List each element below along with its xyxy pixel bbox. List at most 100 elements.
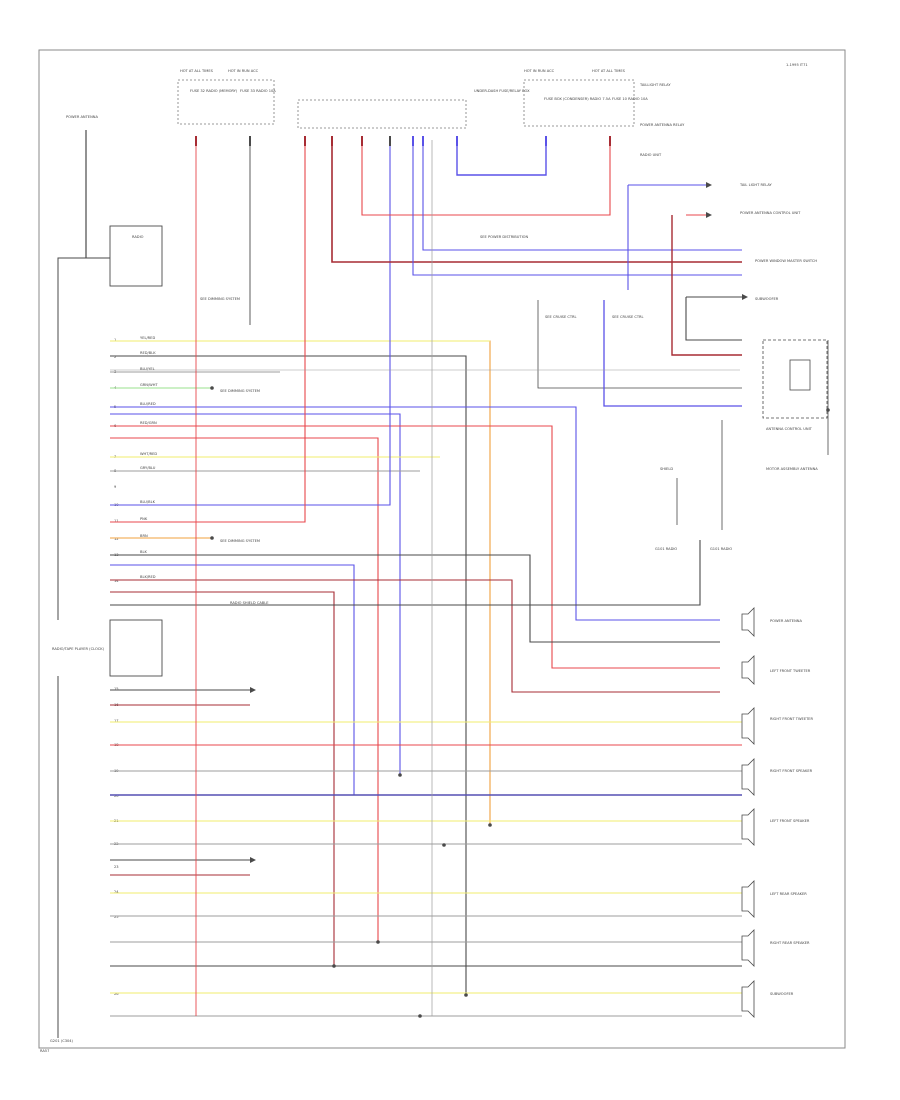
- pin-26: 26: [114, 992, 119, 996]
- wire-gray-2: [110, 554, 720, 643]
- pin-9: 9: [114, 485, 117, 489]
- under-dash-label: UNDER-DASH FUSE/RELAY BOX: [474, 89, 530, 93]
- taillight-relay: TAIL LIGHT RELAY: [739, 183, 772, 187]
- wire-red-3: [110, 140, 306, 523]
- radio-box-label: RADIO: [132, 235, 144, 239]
- pin-20: 20: [114, 794, 119, 798]
- pin-1: 1: [114, 338, 116, 342]
- speakers: [741, 607, 755, 1018]
- splice-1: [210, 386, 214, 390]
- splice-right-2: SEE CRUISE CTRL: [612, 315, 644, 319]
- diagram-frame: [38, 49, 846, 1049]
- hot-label-4: HOT AT ALL TIMES: [592, 69, 626, 73]
- wire-darkred-1: [110, 579, 720, 693]
- top-labels: HOT AT ALL TIMES HOT IN RUN ACC FUSE 32 …: [180, 69, 685, 157]
- splice-9: [418, 1014, 422, 1018]
- wire-gray-right-2: [685, 297, 742, 341]
- splice-4: [488, 823, 492, 827]
- right-labels: TAIL LIGHT RELAY POWER ANTENNA CONTROL U…: [739, 183, 817, 996]
- taillight-relay-label: TAILLIGHT RELAY: [639, 83, 671, 87]
- wire-red-2: [110, 437, 379, 942]
- wire-blue-2: [110, 413, 401, 775]
- speaker-7: [741, 929, 755, 967]
- wire-darkred-vertical: [331, 140, 742, 263]
- speaker-1: [741, 607, 755, 637]
- terminal-stubs: [195, 136, 611, 146]
- speaker-4: [741, 758, 755, 796]
- antenna-stack-label: ANTENNA CONTROL UNIT: [766, 427, 813, 431]
- fuse-33-label: FUSE 33 RADIO 10A: [240, 89, 276, 93]
- tag-blk: BLK: [140, 550, 147, 554]
- antenna-control-right: POWER ANTENNA CONTROL UNIT: [740, 211, 801, 215]
- shield-label: SHIELD: [660, 467, 673, 471]
- tag-yel-red: YEL/RED: [140, 336, 155, 340]
- splice-8: [464, 993, 468, 997]
- right-front-tweeter: RIGHT FRONT TWEETER: [770, 717, 814, 721]
- splice-2: [210, 536, 214, 540]
- wire-blue-4: [110, 564, 355, 795]
- unit-box: [109, 619, 163, 677]
- tag-blu-blk: BLU/BLK: [140, 500, 156, 504]
- tag-red-grn: RED/GRN: [140, 421, 157, 425]
- splices: [210, 386, 830, 1018]
- wire-darkred-right: [671, 215, 742, 356]
- wire-red-1: [110, 425, 720, 669]
- power-antenna-right: POWER ANTENNA: [770, 619, 802, 623]
- left-front-speaker: LEFT FRONT SPEAKER: [770, 819, 810, 823]
- pin-23: 23: [114, 865, 119, 869]
- power-window-switch: POWER WINDOW MASTER SWITCH: [755, 259, 817, 263]
- top-fuse-boxes: [177, 79, 635, 129]
- pin-24: 24: [114, 890, 119, 894]
- splice-7: [332, 964, 336, 968]
- splice-label-1: SEE DIMMING SYSTEM: [200, 297, 240, 301]
- wire-blue-1: [110, 406, 720, 621]
- fuse-box-right: [523, 79, 635, 127]
- arrow-2: [250, 857, 256, 863]
- tag-blk-red: BLK/RED: [140, 575, 156, 579]
- wire-darkred-2: [110, 591, 335, 965]
- tag-gry-blu: GRY/BLU: [140, 466, 156, 470]
- ground-left-label: G101 RADIO: [655, 547, 677, 551]
- speaker-5: [741, 808, 755, 846]
- radio-cable-label: RADIO SHIELD CABLE: [230, 601, 269, 605]
- pin-2: 2: [114, 355, 116, 359]
- wire-blue-vertical-1: [412, 140, 742, 276]
- fuse-box-label: FUSE BOX (CONDENSER) RADIO 7.5A: [544, 97, 611, 101]
- splice-label-3: SEE DIMMING SYSTEM: [220, 539, 260, 543]
- left-front-tweeter: LEFT FRONT TWEETER: [770, 669, 811, 673]
- antenna-motor-box: [789, 359, 811, 391]
- arrow-4: [706, 212, 712, 218]
- fuse-32-label: FUSE 32 RADIO (MEMORY): [190, 89, 238, 93]
- hot-label-2: HOT IN RUN ACC: [228, 69, 259, 73]
- subwoofer-bottom: SUBWOOFER: [770, 992, 794, 996]
- fuse-10-label: FUSE 10 RADIO 10A: [612, 97, 648, 101]
- arrow-3: [706, 182, 712, 188]
- splice-6: [376, 940, 380, 944]
- pin-15: 15: [114, 687, 119, 691]
- wire-blue-3: [110, 142, 391, 506]
- splice-5: [442, 843, 446, 847]
- wire-shield: [110, 540, 701, 606]
- antenna-control-unit: [762, 339, 828, 419]
- pin-11: 11: [114, 519, 119, 523]
- speaker-6: [741, 880, 755, 918]
- wire-blue-loop: [456, 140, 547, 176]
- left-frame-wire: [57, 257, 110, 620]
- fuse-box-mid: [297, 99, 467, 129]
- fuse-box-left: [177, 79, 275, 125]
- tag-wht-red: WHT/RED: [140, 452, 157, 456]
- antenna-note-label: MOTOR ASSEMBLY ANTENNA: [766, 467, 818, 471]
- arrowheads: [250, 182, 748, 863]
- pin-12: 12: [114, 537, 119, 541]
- antenna-label: POWER ANTENNA: [66, 115, 98, 119]
- footer-code: RA57: [40, 1049, 49, 1053]
- wire-gray-1: [110, 355, 467, 995]
- ground-right-label: G101 RADIO: [710, 547, 732, 551]
- wire-red-vertical-2: [361, 140, 611, 216]
- splice-right-1: SEE CRUISE CTRL: [545, 315, 577, 319]
- pin-17: 17: [114, 719, 119, 723]
- left-rear-speaker: LEFT REAR SPEAKER: [770, 892, 807, 896]
- splice-3: [398, 773, 402, 777]
- tag-grn-wht: GRN/WHT: [140, 383, 158, 387]
- tag-brn: BRN: [140, 534, 148, 538]
